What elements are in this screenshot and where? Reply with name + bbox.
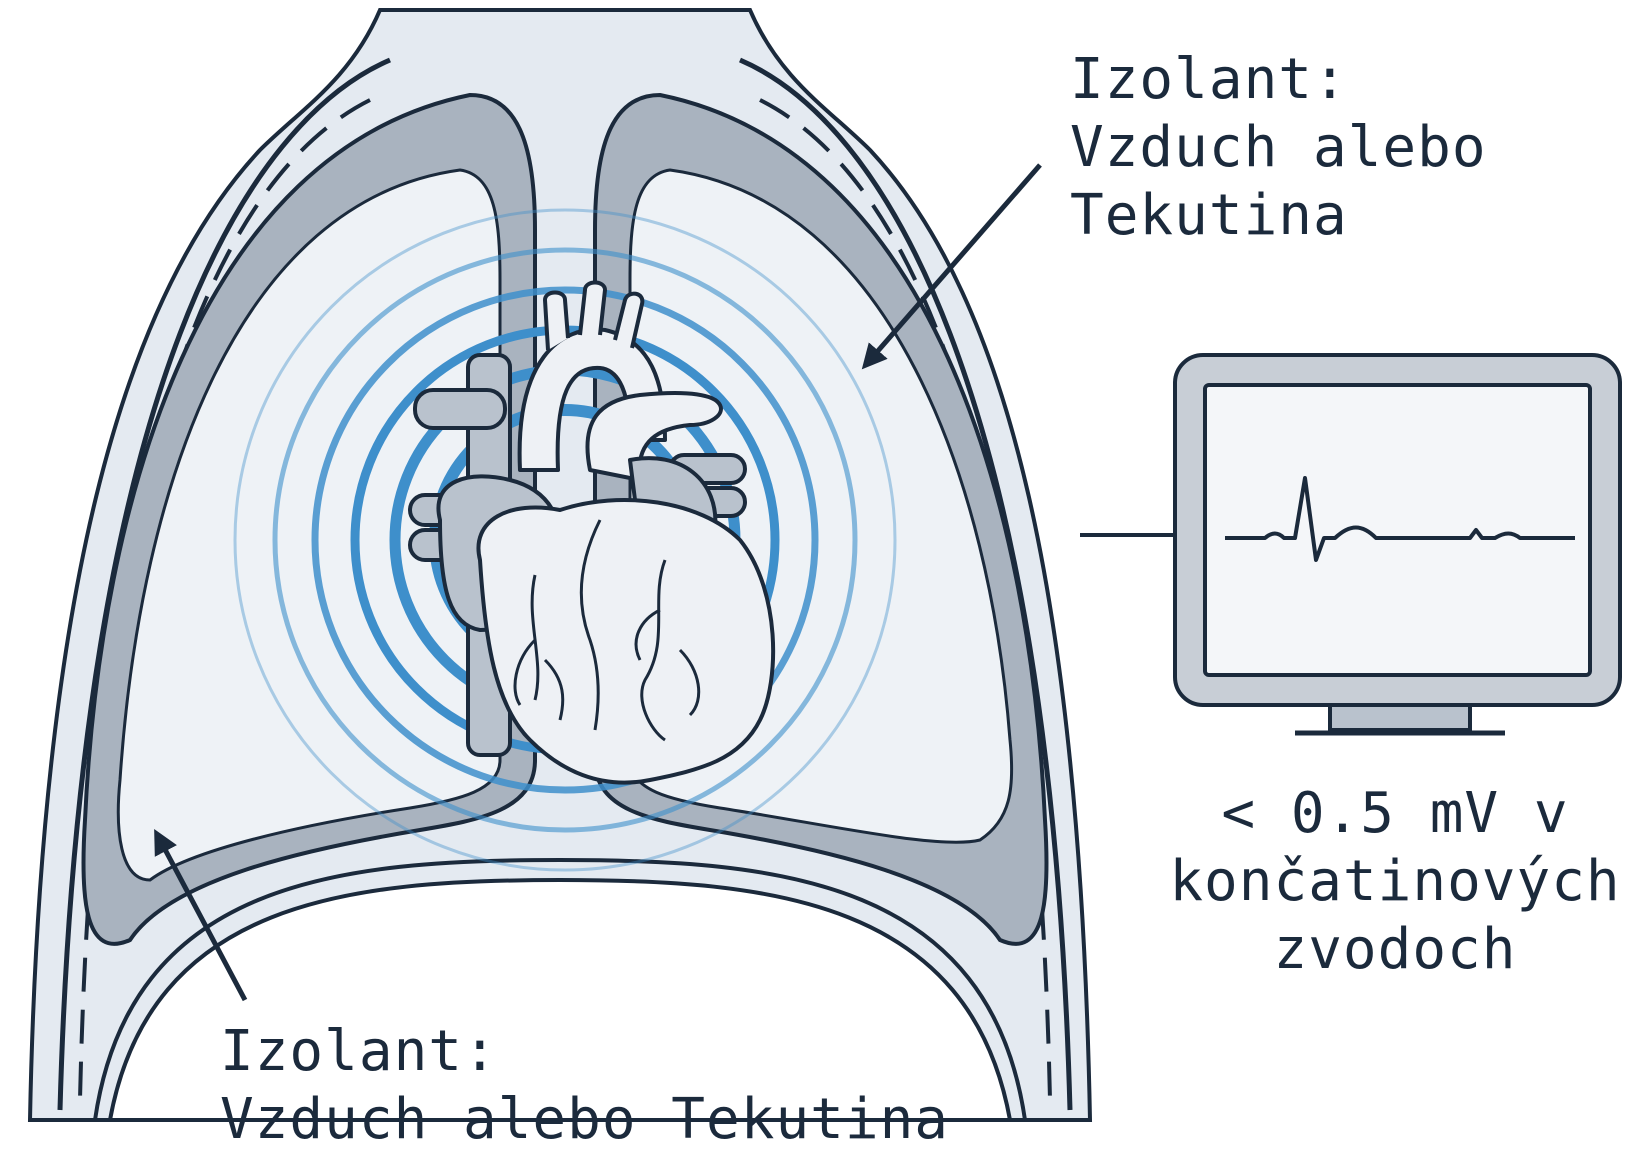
insulator-bottom-line1: Izolant: xyxy=(220,1018,949,1086)
insulator-top-line1: Izolant: xyxy=(1070,46,1487,114)
monitor-screen xyxy=(1205,385,1590,675)
insulator-bottom-line2: Vzduch alebo Tekutina xyxy=(220,1086,949,1154)
insulator-top-line2: Vzduch alebo xyxy=(1070,114,1487,182)
insulator-top-line3: Tekutina xyxy=(1070,182,1487,250)
ecg-voltage-line2: končatinových xyxy=(1160,848,1630,916)
insulator-label-bottom: Izolant: Vzduch alebo Tekutina xyxy=(220,1018,949,1154)
ecg-voltage-line1: < 0.5 mV v xyxy=(1160,780,1630,848)
ecg-monitor-icon xyxy=(1175,355,1620,733)
ecg-voltage-line3: zvodoch xyxy=(1160,916,1630,984)
left-pulmonary-artery xyxy=(415,390,505,428)
monitor-stand xyxy=(1330,705,1470,730)
ecg-voltage-label: < 0.5 mV v končatinových zvodoch xyxy=(1160,780,1630,984)
insulator-label-top: Izolant: Vzduch alebo Tekutina xyxy=(1070,46,1487,250)
